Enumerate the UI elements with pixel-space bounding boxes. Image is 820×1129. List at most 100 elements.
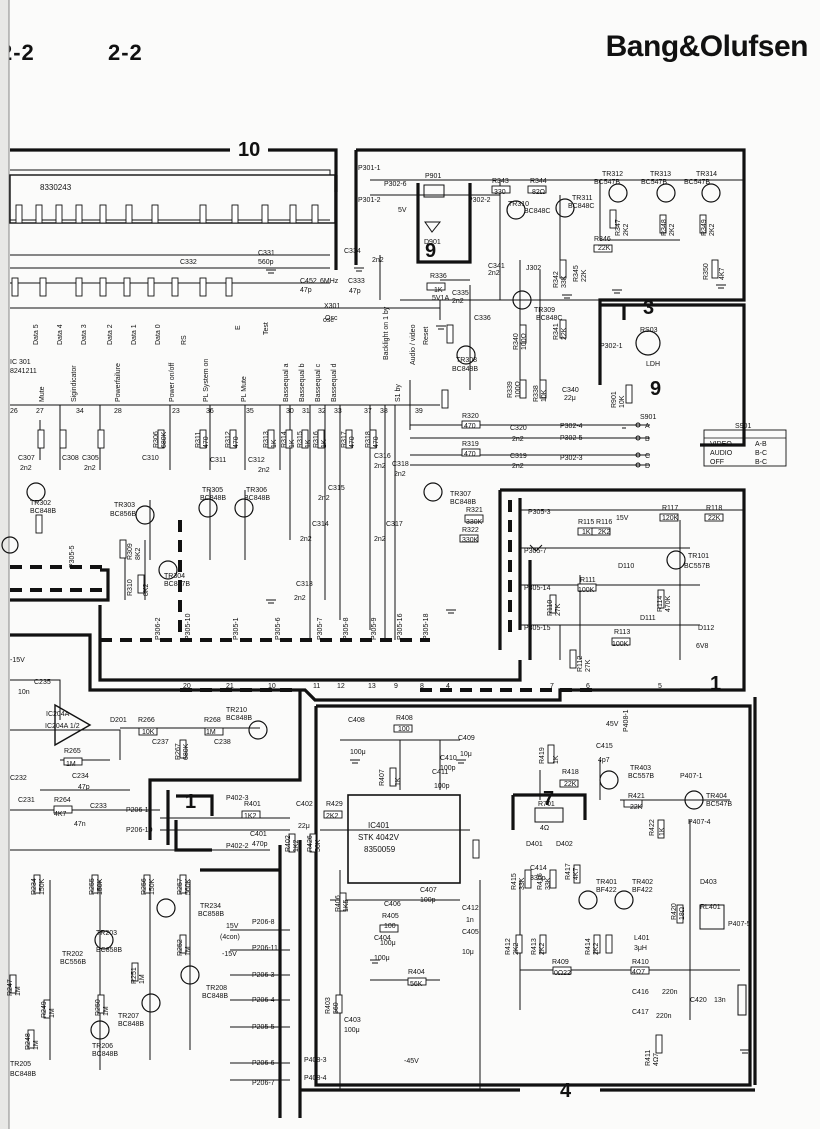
speaker-jack: [737, 984, 747, 1016]
component-label: C401: [250, 831, 267, 838]
component-label: 100: [398, 726, 410, 733]
component-label: D401: [526, 841, 543, 848]
component-label: 2n2: [512, 436, 524, 443]
component-label: R248: [25, 1033, 32, 1050]
component-label: R267: [175, 743, 182, 760]
component-label: 1M: [103, 1006, 110, 1016]
component-label: P305-7: [524, 548, 547, 555]
component-label: 33K: [545, 877, 552, 890]
component-label: BF422: [632, 887, 653, 894]
component-label: 22K: [630, 804, 643, 811]
component-label: R340: [513, 333, 520, 350]
component-label: BC547B: [706, 801, 732, 808]
component-label: 1K: [395, 777, 402, 786]
component-label: 100p: [434, 783, 450, 790]
component-label: 10: [268, 683, 276, 690]
component-label: 22μ: [564, 395, 576, 402]
component-label: 47p: [349, 288, 361, 295]
component-label: C317: [386, 521, 403, 528]
component-label: P305-6: [275, 617, 282, 640]
component-label: C238: [214, 739, 231, 746]
component-label: 470: [464, 451, 476, 458]
component-label: TR312: [602, 171, 623, 178]
component-label: C402: [296, 801, 313, 808]
component-label: 100: [384, 923, 396, 930]
component-label: R316: [313, 431, 320, 448]
component-label: D: [645, 463, 650, 470]
component-label: D403: [700, 879, 717, 886]
component-label: 1K2: [293, 839, 300, 852]
component-label: R349: [701, 219, 708, 236]
component-label: Bassequal d: [331, 363, 338, 402]
component-label: 33K: [519, 877, 526, 890]
component-label: 100K: [612, 641, 629, 648]
component-label: 4K7: [54, 811, 67, 818]
component-label: 10K: [619, 395, 626, 408]
component-label: BC547B: [594, 179, 620, 186]
component-label: 2n2: [294, 595, 306, 602]
component-label: TR101: [688, 553, 709, 560]
component-label: TR210: [226, 707, 247, 714]
component-label: 47n: [74, 821, 86, 828]
component-label: R249: [41, 1001, 48, 1018]
component-label: C411: [432, 769, 448, 776]
component-label: (4con): [220, 934, 240, 941]
component-label: C319: [510, 453, 527, 460]
component-label: R339: [507, 381, 514, 398]
component-label: 1K: [289, 439, 296, 448]
component-label: C416: [632, 989, 649, 996]
binding-edge: [0, 0, 9, 1129]
component-label: 35: [246, 408, 254, 415]
component-label: C312: [248, 457, 265, 464]
ic401-part: STK 4042V: [358, 833, 400, 842]
component-label: 2K2: [593, 942, 600, 955]
component-label: 6MHz: [320, 278, 339, 285]
s901-row2-mode: AUDIO: [710, 450, 733, 457]
component-label: R408: [396, 715, 413, 722]
component-label: R341: [553, 323, 560, 340]
component-label: P206-4: [252, 997, 275, 1004]
component-label: 23: [172, 408, 180, 415]
component-label: R264: [54, 797, 71, 804]
component-label: R268: [204, 717, 221, 724]
component-label: 13n: [714, 997, 726, 1004]
component-label: 32: [318, 408, 326, 415]
component-label: R114: [657, 596, 664, 612]
component-label: BC858B: [198, 911, 224, 918]
component-label: 21: [226, 683, 234, 690]
component-label: Powerfailure: [115, 363, 122, 402]
component-label: 470p: [252, 841, 268, 848]
block-label-1: 1: [185, 791, 196, 813]
component-label: 2K2: [513, 942, 520, 955]
component-label: 10μ: [462, 949, 474, 956]
component-label: 22K: [564, 781, 577, 788]
component-label: 2n2: [372, 257, 384, 264]
component-label: R252: [177, 939, 184, 956]
component-label: P408-1: [623, 709, 630, 732]
component-label: PL Mute: [241, 376, 248, 402]
component-label: TR208: [206, 985, 227, 992]
component-label: 470: [203, 436, 210, 448]
component-label: C420: [690, 997, 707, 1004]
component-label: TR302: [30, 500, 51, 507]
component-label: Data 3: [81, 324, 88, 345]
component-label: TR402: [632, 879, 653, 886]
component-label: BC848C: [536, 315, 562, 322]
component-label: BC848B: [118, 1021, 144, 1028]
component-label: 1M: [49, 1008, 56, 1018]
component-label: C333: [348, 278, 365, 285]
component-label: R306: [153, 431, 160, 448]
component-label: R421: [628, 793, 645, 800]
opamp-ic204a: [54, 703, 92, 747]
component-label: C237: [152, 739, 169, 746]
component-label: P901: [425, 173, 441, 180]
component-label: 27K: [585, 659, 592, 672]
component-label: R115: [578, 519, 594, 526]
component-label: R313: [263, 431, 270, 448]
component-label: 470: [233, 436, 240, 448]
component-label: Test: [263, 322, 270, 335]
component-label: C410: [440, 755, 457, 762]
component-label: BC848B: [92, 1051, 118, 1058]
component-label: TR306: [246, 487, 267, 494]
